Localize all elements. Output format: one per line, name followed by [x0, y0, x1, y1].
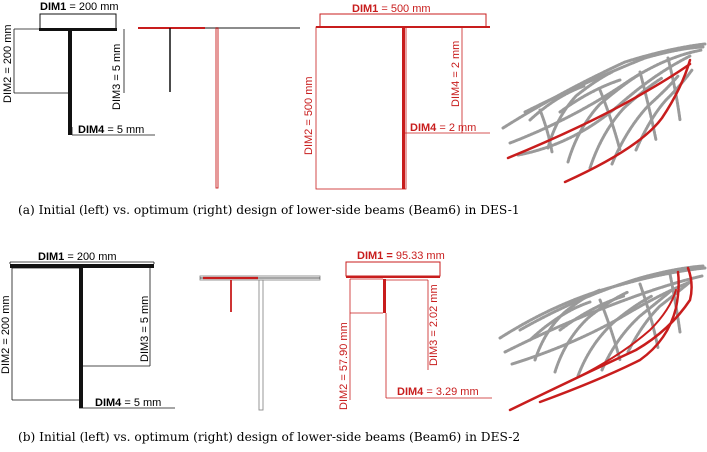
b-opt-dim2-label: DIM2 = 57.90 mm [338, 322, 350, 410]
hull-render-b [498, 264, 707, 412]
a-init-dim4-label: DIM4 = 5 mm [78, 124, 144, 136]
a-opt-dim2-label: DIM2 = 500 mm [303, 76, 315, 155]
a-init-dim1-label: DIM1 = 200 mm [40, 1, 119, 13]
beam-a-optimum-diagram [315, 13, 490, 190]
beam-a-overlay-diagram [138, 27, 300, 189]
a-opt-dim4-vertical-label: DIM4 = 2 mm [450, 41, 462, 107]
b-init-dim4-label: DIM4 = 5 mm [95, 397, 161, 409]
b-init-dim3-label: DIM3 = 5 mm [139, 296, 151, 362]
b-init-dim2-label: DIM2 = 200 mm [0, 295, 12, 374]
beam-a-initial-diagram [13, 13, 155, 136]
a-opt-dim4-label: DIM4 = 2 mm [410, 122, 476, 134]
beam-b-overlay-diagram [199, 275, 321, 411]
hull-render-a [501, 42, 707, 184]
b-opt-dim1-label: DIM1 = 95.33 mm [357, 250, 445, 262]
a-init-dim2-label: DIM2 = 200 mm [2, 24, 14, 103]
a-opt-dim1-label: DIM1 = 500 mm [352, 3, 431, 15]
b-opt-dim3-label: DIM3 = 2.02 mm [428, 284, 440, 366]
b-opt-dim4-label: DIM4 = 3.29 mm [397, 386, 479, 398]
caption-a: (a) Initial (left) vs. optimum (right) d… [18, 203, 520, 217]
beam-b-optimum-diagram [345, 261, 492, 400]
b-init-dim1-label: DIM1 = 200 mm [38, 251, 117, 263]
caption-b: (b) Initial (left) vs. optimum (right) d… [18, 430, 520, 444]
beam-b-initial-diagram [9, 261, 175, 409]
a-init-dim3-label: DIM3 = 5 mm [111, 44, 123, 110]
